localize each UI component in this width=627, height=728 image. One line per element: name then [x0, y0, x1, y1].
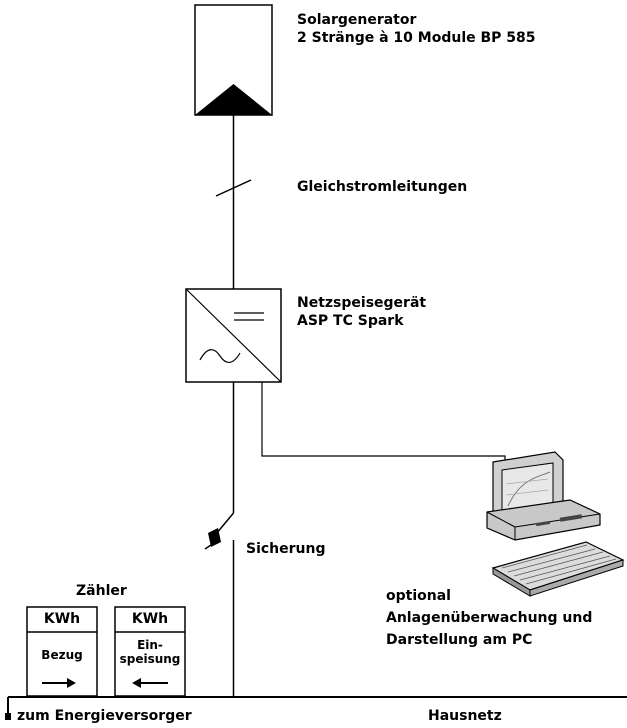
pc-optional-label: optional [386, 588, 451, 604]
inverter-subtitle: ASP TC Spark [297, 313, 404, 329]
meter-consumption-label: Bezug [41, 648, 83, 662]
computer-icon [486, 451, 625, 597]
meter-feed-in-unit: KWh [131, 611, 169, 627]
inverter-symbol [185, 288, 282, 383]
solar-generator-symbol [194, 4, 273, 116]
monitoring-cable [261, 382, 506, 462]
solar-generator-title: Solargenerator [297, 12, 417, 28]
pc-display-label: Darstellung am PC [386, 632, 533, 648]
pc-monitoring-label: Anlagenüberwachung und [386, 610, 593, 626]
meter-feed-in-label-line1: Ein- [137, 638, 163, 652]
meter-feed-in-label-line2: speisung [119, 652, 181, 666]
meter-consumption-box [26, 606, 98, 697]
meter-consumption-unit: KWh [43, 611, 81, 627]
house-grid-label: Hausnetz [428, 708, 502, 724]
fuse-label: Sicherung [246, 541, 326, 557]
meter-feed-in-box [114, 606, 186, 697]
fuse-symbol [204, 512, 235, 697]
dc-lines-label: Gleichstromleitungen [297, 179, 468, 195]
meters-title: Zähler [76, 583, 127, 599]
grid-supplier-label: zum Energieversorger [17, 708, 192, 724]
inverter-title: Netzspeisegerät [297, 295, 427, 311]
dc-cable-slash [215, 179, 252, 197]
grid-connection-marker [5, 713, 11, 720]
solar-generator-subtitle: 2 Stränge à 10 Module BP 585 [297, 30, 536, 46]
